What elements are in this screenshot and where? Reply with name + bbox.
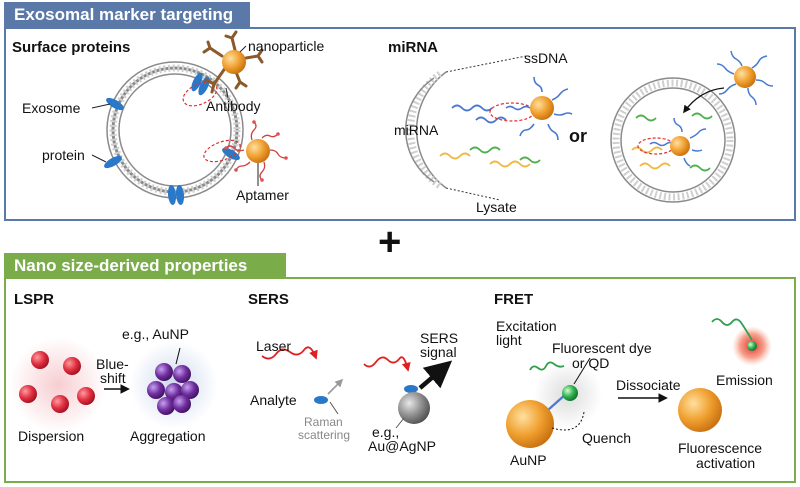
label-fluorescence: Fluorescence [678,440,763,456]
label-aunp: AuNP [510,452,547,468]
mirna-strands-lysate [439,104,541,168]
label-sers-signal-1: SERS [420,330,459,346]
label-laser: Laser [256,338,292,354]
sers-enhanced [363,356,453,429]
intact-exosome [610,77,736,203]
label-fluorescent-dye: Fluorescent dye [552,340,652,356]
label-raman: Raman [304,415,343,429]
label-scattering: scattering [298,428,351,442]
nano-properties-panel [4,277,796,483]
label-quench: Quench [582,430,632,446]
mirna-strands-exosome [631,112,713,172]
label-nanoparticle: nanoparticle [248,38,325,54]
fret-header: FRET [494,291,534,308]
label-au-agnp: Au@AgNP [368,438,436,454]
label-antibody: Antibody [206,98,261,114]
exosomal-marker-panel [4,27,796,221]
lysate-membrane-fragment [405,55,527,201]
label-ssdna: ssDNA [524,50,568,66]
label-eg-aunp: e.g., AuNP [122,326,189,342]
lspr-aggregation [130,341,218,429]
label-activation: activation [696,455,756,471]
label-dispersion: Dispersion [18,428,85,444]
antibody-nanoparticle [182,30,264,107]
internalized-nanoparticle [637,117,707,167]
sers-header: SERS [248,291,289,308]
label-protein: protein [42,147,85,163]
exosome-membrane [106,61,244,199]
section-title-exosomal-marker-targeting: Exosomal marker targeting [4,2,250,28]
surface-proteins-header: Surface proteins [12,39,131,56]
label-light: light [496,332,522,348]
label-analyte: Analyte [250,392,297,408]
free-ssdna-nanoparticle [683,50,774,114]
fret-quenched-complex [506,357,602,448]
label-or: or [569,126,587,146]
label-excitation: Excitation [496,318,557,334]
label-or-qd: or QD [572,355,610,371]
label-aptamer: Aptamer [236,187,289,203]
label-aggregation: Aggregation [130,428,206,444]
label-shift: shift [100,370,126,386]
mirna-header: miRNA [388,39,439,56]
label-eg: e.g., [372,424,400,440]
label-sers-signal-2: signal [420,344,457,360]
section-title-nano-properties: Nano size-derived properties [4,253,286,278]
label-exosome: Exosome [22,100,81,116]
plus-sign: + [378,220,402,264]
label-emission: Emission [716,372,773,388]
label-lysate: Lysate [476,199,517,215]
lspr-dispersion [10,337,106,433]
sers-analyte-alone [261,346,344,415]
aptamer-nanoparticle [203,120,288,182]
lspr-header: LSPR [14,291,55,308]
fret-activated [678,318,772,432]
label-mirna: miRNA [394,122,439,138]
surface-leader-lines [91,45,259,186]
ssdna-nanoparticle [489,76,573,141]
label-dissociate: Dissociate [616,377,681,393]
label-blue: Blue- [96,356,129,372]
